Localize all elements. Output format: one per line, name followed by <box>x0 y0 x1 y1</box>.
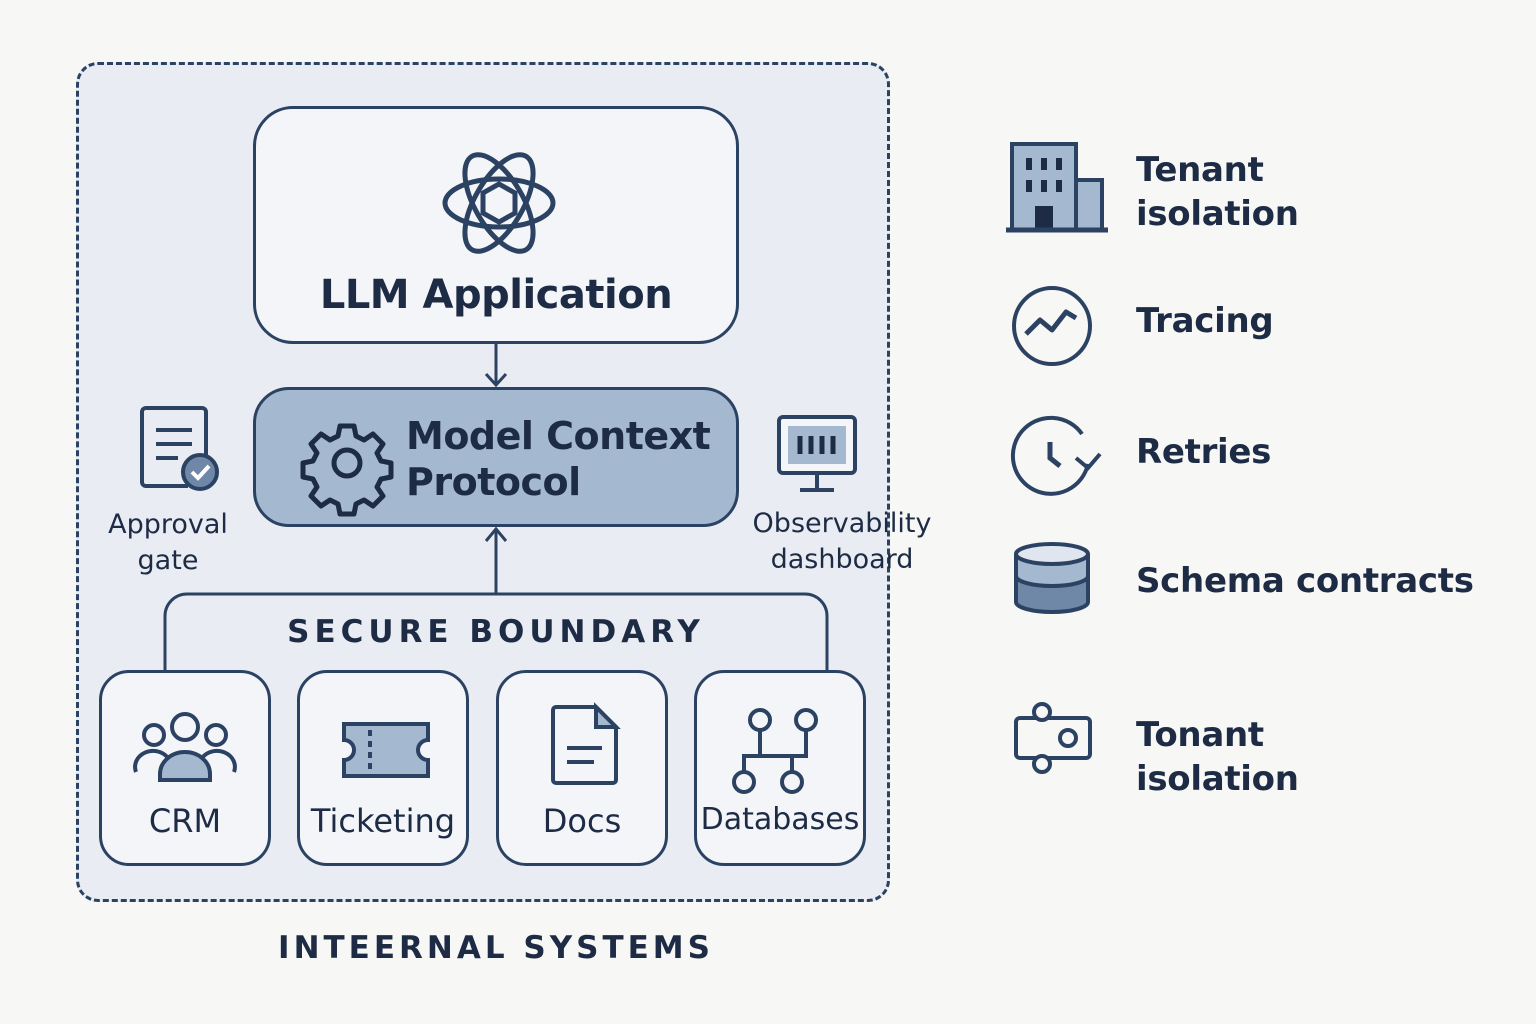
feature-schema-contracts: Schema contracts <box>1136 561 1474 601</box>
secure-boundary-bracket <box>163 526 829 670</box>
gear-icon <box>300 423 394 517</box>
crm-label: CRM <box>148 802 222 840</box>
ticketing-label: Ticketing <box>310 802 456 840</box>
feature-tenant-isolation: Tenant isolation <box>1136 148 1299 236</box>
toggles-icon <box>1014 702 1092 774</box>
feature-1-line1: Tenant <box>1136 150 1264 190</box>
database-icon <box>1014 542 1090 614</box>
llm-application-title: LLM Application <box>319 272 673 318</box>
feature-tonant-isolation: Tonant isolation <box>1136 713 1299 801</box>
approval-gate-line1: Approval <box>108 509 228 540</box>
trend-circle-icon <box>1012 286 1092 366</box>
document-check-icon <box>140 406 219 491</box>
observability-line2: dashboard <box>770 544 914 575</box>
approval-gate-line2: gate <box>137 545 199 576</box>
monitor-bars-icon <box>777 415 857 492</box>
docs-label: Docs <box>542 802 622 840</box>
document-icon <box>551 702 621 785</box>
mcp-title-line1: Model Context <box>406 414 711 458</box>
network-icon <box>732 708 818 794</box>
mcp-title: Model Context Protocol <box>406 413 736 505</box>
secure-boundary-label: SECURE BOUNDARY <box>287 614 705 650</box>
feature-1-line2: isolation <box>1136 194 1299 234</box>
internal-systems-label: INTEERNAL SYSTEMS <box>278 930 714 966</box>
approval-gate-label: Approval gate <box>88 507 248 579</box>
openai-knot-icon <box>442 152 556 254</box>
building-icon <box>1006 142 1108 233</box>
ticketing-box <box>297 670 469 866</box>
databases-label: Databases <box>700 802 860 837</box>
feature-retries: Retries <box>1136 432 1272 472</box>
clock-retry-icon <box>1010 415 1102 496</box>
feature-tracing: Tracing <box>1136 301 1274 341</box>
observability-dashboard-label: Observability dashboard <box>742 506 942 578</box>
observability-line1: Observability <box>752 508 932 539</box>
ticket-icon <box>342 722 430 778</box>
feature-5-line2: isolation <box>1136 759 1299 799</box>
databases-box <box>694 670 866 866</box>
users-icon <box>133 712 237 782</box>
feature-5-line1: Tonant <box>1136 715 1264 755</box>
arrow-down <box>484 344 508 388</box>
mcp-title-line2: Protocol <box>406 460 581 504</box>
